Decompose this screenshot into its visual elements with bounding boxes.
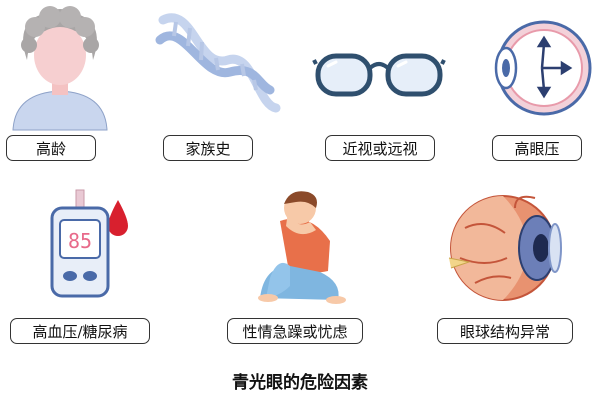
factor-label-hypertension-diabetes: 高血压/糖尿病 [10,318,150,344]
factor-label-eye-structure: 眼球结构异常 [437,318,573,344]
factor-label-high-iop: 高眼压 [492,135,582,161]
glucose-meter-icon: 85 [50,189,128,298]
factor-label-age: 高龄 [6,135,96,161]
dna-icon [155,13,281,113]
eyeball-anatomy-icon [448,195,562,301]
figure-caption: 青光眼的危险因素 [232,373,368,393]
factor-label-anxiety: 性情急躁或忧虑 [227,318,363,344]
factor-label-family-history: 家族史 [163,135,253,161]
elderly-woman-icon [12,6,108,131]
eyeglasses-icon [312,53,446,97]
factor-label-myopia-hyperopia: 近视或远视 [325,135,435,161]
eye-pressure-icon [494,20,592,116]
anxious-person-icon [258,191,346,304]
meter-reading: 85 [68,229,92,253]
